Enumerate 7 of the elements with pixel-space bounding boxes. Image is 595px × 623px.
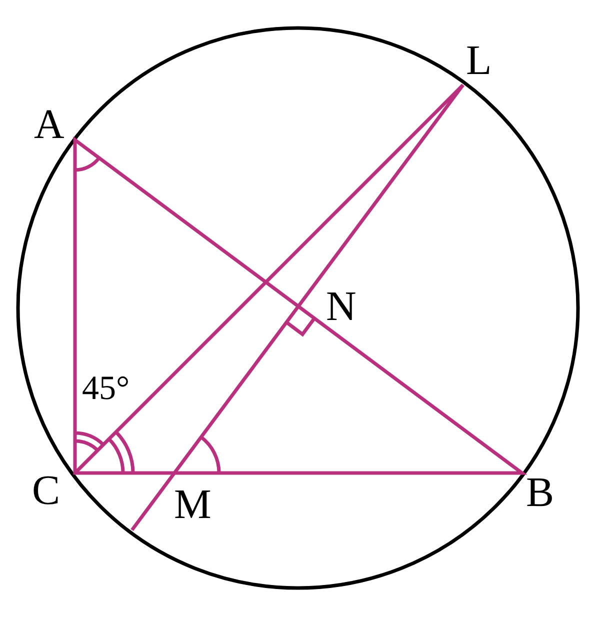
point-label: N xyxy=(326,286,356,328)
point-label: M xyxy=(174,484,212,526)
point-label: C xyxy=(32,470,60,512)
point-label: B xyxy=(526,472,554,514)
point-label: A xyxy=(34,104,64,146)
point-label: 45° xyxy=(82,372,130,406)
point-label: L xyxy=(466,40,492,82)
